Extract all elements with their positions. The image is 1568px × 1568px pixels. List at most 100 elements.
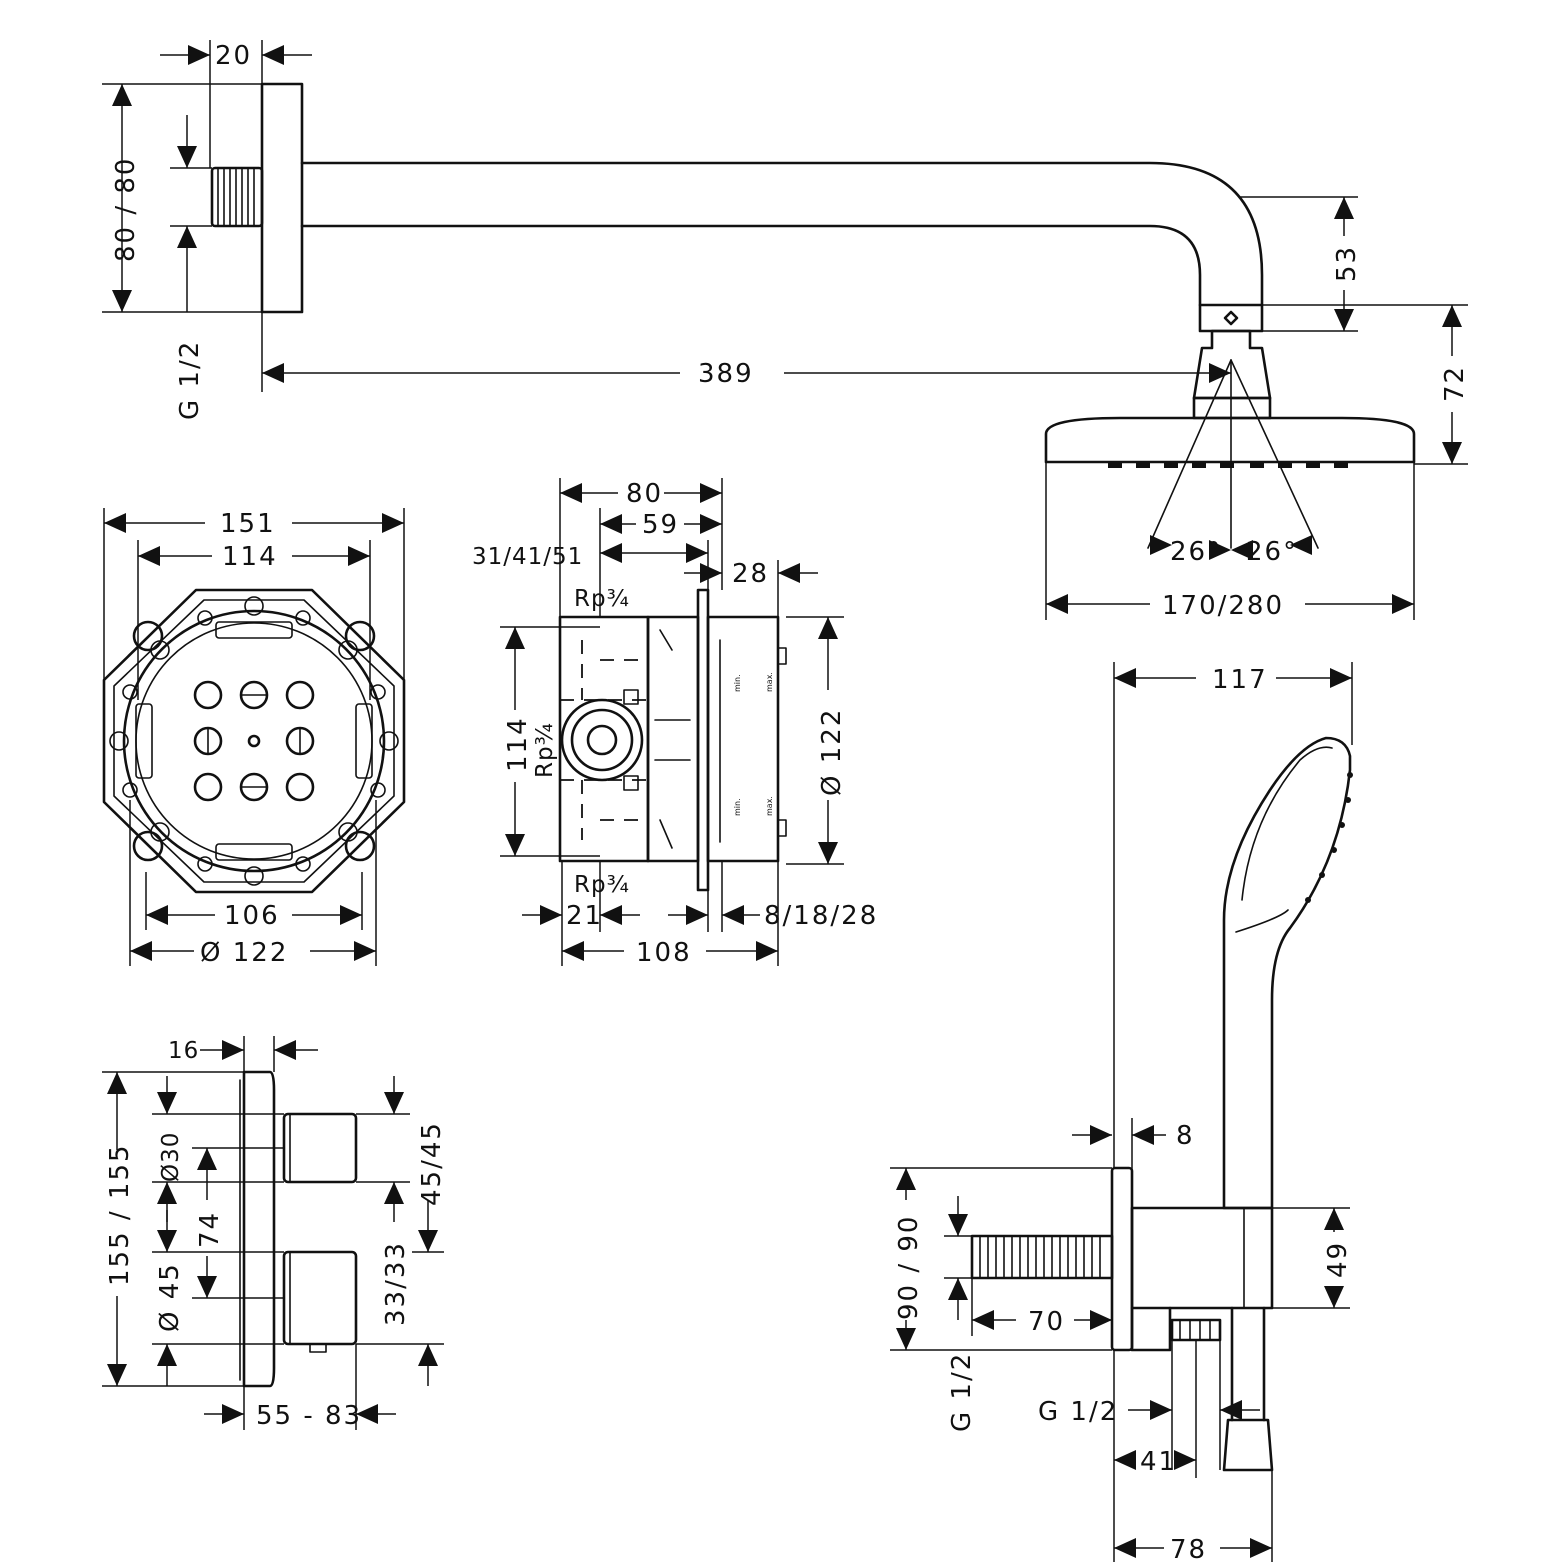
- head-neck: [1192, 396, 1272, 420]
- label-155-155: 155 / 155: [105, 1143, 135, 1286]
- dim-80-80: [102, 83, 262, 313]
- label-g12-right: G 1/2: [1038, 1397, 1118, 1427]
- label-30: Ø30: [158, 1132, 184, 1182]
- dim-155-155: [102, 1071, 244, 1387]
- dim-108: [561, 861, 779, 966]
- label-122-side: Ø 122: [817, 708, 847, 796]
- dim-90-90: [890, 1167, 1112, 1351]
- box-brackets: [135, 621, 373, 861]
- label-26-left: 26°: [1170, 537, 1222, 567]
- shower-arm-view: 20 80 / 80 G 1/2 389: [102, 40, 1470, 621]
- dim-21: [522, 861, 640, 932]
- dim-122-side: [786, 616, 844, 865]
- dim-117: [1113, 662, 1353, 1168]
- dim-106: [145, 872, 363, 930]
- dim-170-280: [1045, 462, 1415, 620]
- trim-lower-handle: [282, 1250, 358, 1346]
- dim-151: [103, 508, 405, 680]
- label-8: 8: [1176, 1121, 1195, 1151]
- shower-head-nozzles: [1108, 462, 1348, 468]
- dim-59: [599, 508, 722, 617]
- trim-upper-handle: [282, 1112, 358, 1184]
- label-59: 59: [642, 510, 679, 540]
- dim-28: [684, 560, 818, 617]
- label-28: 28: [732, 559, 769, 589]
- dim-33-33: [356, 1343, 444, 1386]
- dim-8-18-28: [668, 861, 760, 932]
- side-port-outer: [560, 698, 644, 782]
- dim-80-side: [559, 478, 723, 617]
- dim-55-83: [204, 1344, 396, 1430]
- label-max-bot: max.: [765, 796, 774, 816]
- label-16: 16: [168, 1038, 199, 1064]
- label-20: 20: [215, 41, 252, 71]
- arm-nut: [1198, 303, 1264, 333]
- hidden-lines: [560, 640, 648, 840]
- label-33-33: 33/33: [381, 1241, 411, 1326]
- label-31-41-51: 31/41/51: [472, 544, 583, 570]
- label-max-top: max.: [765, 672, 774, 692]
- label-151: 151: [220, 509, 276, 539]
- label-78: 78: [1170, 1535, 1207, 1565]
- label-26-right: 26°: [1246, 537, 1298, 567]
- label-rp-top: Rp¾: [574, 586, 630, 612]
- mounting-box-side-view: min. max. min. max. 80 59: [472, 478, 876, 968]
- arm-diamond: [1223, 310, 1239, 326]
- shower-head: [1044, 416, 1416, 464]
- label-rp-middle: Rp¾: [532, 722, 558, 778]
- box-ring-outer: [122, 609, 386, 873]
- box-ring-inner: [135, 622, 373, 860]
- label-21: 21: [566, 901, 603, 931]
- dim-41: [1113, 1340, 1197, 1562]
- outlet-thread-lines: [979, 1235, 1101, 1279]
- dim-114-front: [137, 540, 371, 700]
- box-plate: [696, 588, 710, 892]
- label-53: 53: [1332, 245, 1362, 282]
- label-170-280: 170/280: [1162, 591, 1284, 621]
- dim-53: [1240, 196, 1358, 332]
- label-389: 389: [698, 359, 754, 389]
- dim-45: [152, 1210, 284, 1386]
- hand-shower: [1222, 736, 1352, 1210]
- dim-45-45: [356, 1076, 444, 1253]
- label-72: 72: [1440, 365, 1470, 402]
- label-106: 106: [224, 901, 280, 931]
- hose: [1230, 1306, 1266, 1422]
- wall-rosette: [1110, 1166, 1134, 1352]
- label-80-80: 80 / 80: [111, 157, 141, 262]
- label-55-83: 55 - 83: [256, 1401, 362, 1431]
- hand-shower-view: 117 8 49 90 / 90: [890, 662, 1353, 1565]
- outlet-body: [1130, 1206, 1274, 1310]
- hand-shower-nozzles: [1305, 772, 1353, 903]
- dim-20: [160, 40, 312, 168]
- ring-screws: [109, 596, 399, 886]
- shower-arm: [300, 161, 1264, 307]
- trim-plate: [242, 1070, 276, 1388]
- label-108: 108: [636, 938, 692, 968]
- dim-49: [1272, 1207, 1350, 1309]
- label-min-bot: min.: [733, 798, 742, 816]
- label-80-side: 80: [626, 479, 663, 509]
- label-114-front: 114: [222, 542, 278, 572]
- box-ports: [193, 680, 315, 802]
- label-41: 41: [1140, 1447, 1177, 1477]
- label-45-45: 45/45: [417, 1121, 447, 1206]
- label-45: Ø 45: [155, 1262, 185, 1332]
- wall-flange: [260, 82, 304, 314]
- label-49: 49: [1323, 1241, 1353, 1278]
- label-90-90: 90 / 90: [894, 1215, 924, 1320]
- dim-31-41-51: [600, 540, 709, 590]
- box-module: [646, 615, 700, 863]
- mounting-lugs: [132, 620, 376, 862]
- dim-74: [192, 1147, 284, 1299]
- label-122-front: Ø 122: [200, 938, 288, 968]
- label-rp-bottom: Rp¾: [574, 872, 630, 898]
- ball-joint: [1192, 329, 1272, 400]
- dim-78: [1114, 1470, 1273, 1562]
- label-g12-arm: G 1/2: [175, 340, 205, 420]
- dim-122-front: [129, 800, 377, 966]
- label-117: 117: [1212, 665, 1268, 695]
- dim-389: [261, 312, 1231, 392]
- box-cover: [706, 615, 780, 863]
